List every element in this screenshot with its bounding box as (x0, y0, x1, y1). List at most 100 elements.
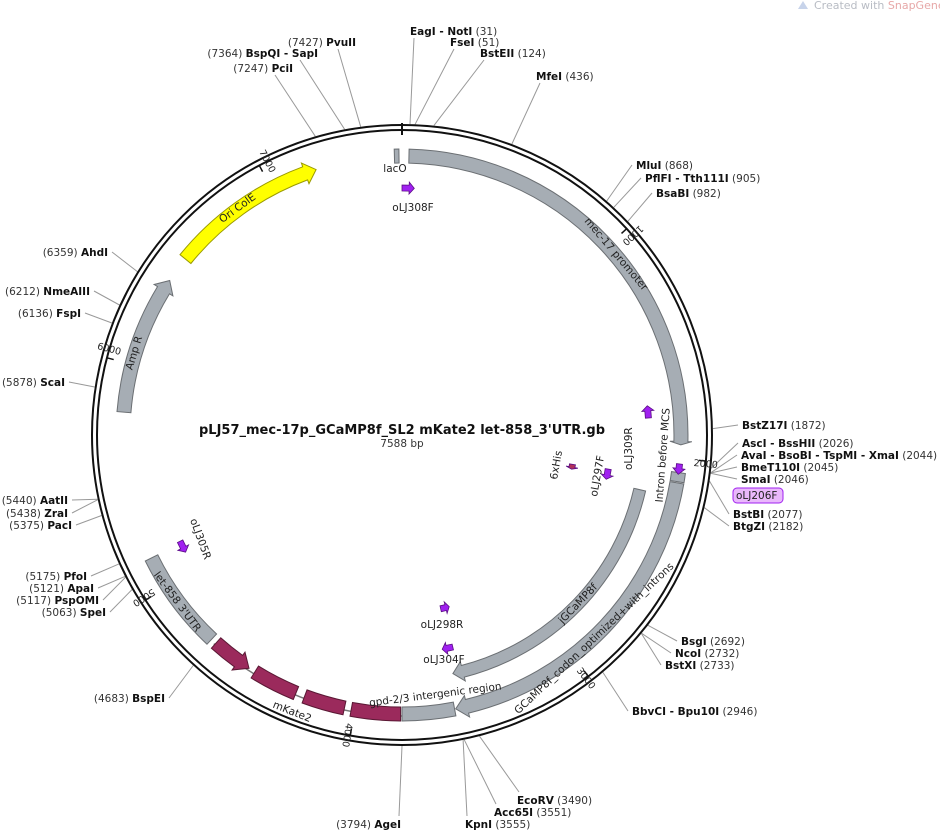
primer-olj304f-arrow-icon[interactable] (441, 641, 454, 656)
enzyme-name: FseI (450, 37, 474, 49)
enzyme-mfei[interactable]: MfeI (436) (536, 71, 594, 83)
feature-shape (408, 148, 693, 446)
enzyme-name: PfoI (64, 571, 87, 583)
enzyme-line (68, 381, 95, 388)
enzyme-asci-bsshii[interactable]: AscI - BssHII (2026) (742, 438, 854, 450)
enzyme-kpni[interactable]: KpnI (3555) (465, 819, 530, 830)
feature-amp-r[interactable] (116, 279, 174, 414)
enzyme-position: (3490) (554, 795, 592, 807)
feature-laco[interactable] (393, 148, 400, 164)
enzyme-btgzi[interactable]: BtgZI (2182) (733, 521, 803, 533)
feature-ori-cole[interactable] (179, 162, 317, 265)
enzyme-bspqi-sapi[interactable]: (7364) BspQI - SapI (207, 48, 318, 60)
primer-label-olj305r[interactable]: oLJ305R (187, 517, 213, 561)
enzyme-bsgi[interactable]: BsgI (2692) (681, 636, 745, 648)
enzyme-smai[interactable]: SmaI (2046) (741, 474, 809, 486)
primer-olj309r-arrow-icon[interactable] (640, 405, 655, 419)
feature-gpd-2-3-intergenic-region[interactable] (401, 701, 457, 722)
enzyme-bstz17i[interactable]: BstZ17I (1872) (742, 420, 826, 432)
enzyme-aatii[interactable]: (5440) AatII (2, 495, 68, 507)
enzyme-bmet110i[interactable]: BmeT110I (2045) (741, 462, 838, 474)
primer-label-olj298r[interactable]: oLJ298R (421, 619, 464, 631)
primer-label-olj206f[interactable]: oLJ206F (736, 490, 777, 502)
enzyme-zrai[interactable]: (5438) ZraI (6, 508, 68, 520)
enzyme-bbvci-bpu10i[interactable]: BbvCI - Bpu10I (2946) (632, 706, 757, 718)
feature-jgcamp8f[interactable] (452, 487, 647, 683)
feature-mkate2[interactable] (210, 637, 402, 722)
primer-olj308f-arrow-icon[interactable] (401, 181, 415, 196)
enzyme-line (640, 633, 662, 666)
enzyme-name: ZraI (44, 508, 68, 520)
enzyme-line (627, 192, 653, 222)
enzyme-bstbi[interactable]: BstBI (2077) (733, 509, 802, 521)
primers (176, 181, 686, 656)
primer-label-olj309r[interactable]: oLJ309R (623, 427, 635, 470)
enzyme-mlui[interactable]: MluI (868) (636, 160, 693, 172)
enzyme-position: (3794) (336, 819, 374, 830)
primer-olj206f-arrow-icon[interactable] (672, 463, 686, 475)
enzyme-line (71, 499, 99, 514)
enzyme-bstxi[interactable]: BstXI (2733) (665, 660, 735, 672)
enzyme-position: (436) (562, 71, 594, 83)
enzyme-name: NmeAIII (43, 286, 90, 298)
enzyme-paci[interactable]: (5375) PacI (9, 520, 72, 532)
enzyme-fsei[interactable]: FseI (51) (450, 37, 499, 49)
feature-shape (452, 487, 647, 683)
enzyme-line (641, 632, 672, 654)
enzyme-ahdi[interactable]: (6359) AhdI (43, 247, 108, 259)
enzyme-avai-bsobi-tspmi-xmai[interactable]: AvaI - BsoBI - TspMI - XmaI (2044) (741, 450, 937, 462)
enzyme-scai[interactable]: (5878) ScaI (2, 377, 65, 389)
enzyme-apai[interactable]: (5121) ApaI (29, 583, 94, 595)
enzyme-position: (5440) (2, 495, 40, 507)
tick-mark (106, 357, 114, 361)
enzyme-spei[interactable]: (5063) SpeI (42, 607, 106, 619)
enzyme-bsteii[interactable]: BstEII (124) (480, 48, 546, 60)
primer-6xhis-arrow-icon[interactable] (565, 463, 578, 470)
snapgene-watermark: Created with SnapGene® (798, 0, 940, 12)
enzyme-pcii[interactable]: (7247) PciI (233, 63, 293, 75)
enzyme-name: BsaBI (656, 188, 689, 200)
enzyme-position: (2045) (800, 462, 838, 474)
enzyme-eagi-noti[interactable]: EagI - NotI (31) (410, 26, 497, 38)
enzyme-pspomi[interactable]: (5117) PspOMI (16, 595, 99, 607)
enzyme-position: (7247) (233, 63, 271, 75)
primer-olj305r-arrow-icon[interactable] (176, 539, 190, 553)
primer-label-olj308f[interactable]: oLJ308F (392, 202, 433, 214)
primer-label-6xhis[interactable]: 6xHis (548, 450, 565, 481)
enzyme-ecorv[interactable]: EcoRV (3490) (517, 795, 592, 807)
primer-olj297f-arrow-icon[interactable] (600, 468, 615, 480)
feature-intron-before-mcs[interactable] (669, 471, 686, 484)
enzyme-name: PflFI - Tth111I (645, 173, 729, 185)
enzyme-ncoi[interactable]: NcoI (2732) (675, 648, 739, 660)
enzyme-nmeaiii[interactable]: (6212) NmeAIII (5, 286, 90, 298)
enzyme-line (414, 48, 455, 125)
enzyme-name: BspEI (132, 693, 165, 705)
enzyme-name: AgeI (374, 819, 401, 830)
enzyme-position: (5063) (42, 607, 80, 619)
feature-label-jgcamp8f[interactable]: jGCaMP8f (556, 581, 601, 627)
enzyme-position: (982) (689, 188, 721, 200)
enzyme-name: BspQI - SapI (246, 48, 318, 60)
enzyme-bspei[interactable]: (4683) BspEI (94, 693, 165, 705)
enzyme-pvuii[interactable]: (7427) PvuII (288, 37, 356, 49)
feature-mec-17-promoter[interactable] (408, 148, 693, 446)
enzyme-pfoi[interactable]: (5175) PfoI (25, 571, 87, 583)
primer-olj298r-arrow-icon[interactable] (439, 600, 450, 615)
feature-label-let858[interactable]: let-858 3'UTR (151, 570, 203, 635)
enzyme-position: (6136) (18, 308, 56, 320)
enzyme-fspi[interactable]: (6136) FspI (18, 308, 81, 320)
enzyme-line (710, 472, 738, 480)
primer-label-olj304f[interactable]: oLJ304F (423, 654, 464, 666)
snapgene-logo-icon (798, 1, 808, 9)
feature-let-858-3-utr[interactable] (144, 554, 218, 645)
feature-gcamp8f-codon-optimized-with-introns[interactable] (454, 481, 685, 719)
enzyme-acc65i[interactable]: Acc65I (3551) (494, 807, 571, 819)
tick-mark (258, 165, 264, 172)
enzyme-name: PacI (47, 520, 72, 532)
enzyme-pflfi-tth111i[interactable]: PflFI - Tth111I (905) (645, 173, 760, 185)
feature-label-laco[interactable]: lacO (383, 163, 406, 175)
enzyme-agei[interactable]: (3794) AgeI (336, 819, 401, 830)
enzyme-bsabi[interactable]: BsaBI (982) (656, 188, 721, 200)
watermark-brand: SnapGene (888, 0, 940, 12)
feature-shape (393, 148, 400, 164)
